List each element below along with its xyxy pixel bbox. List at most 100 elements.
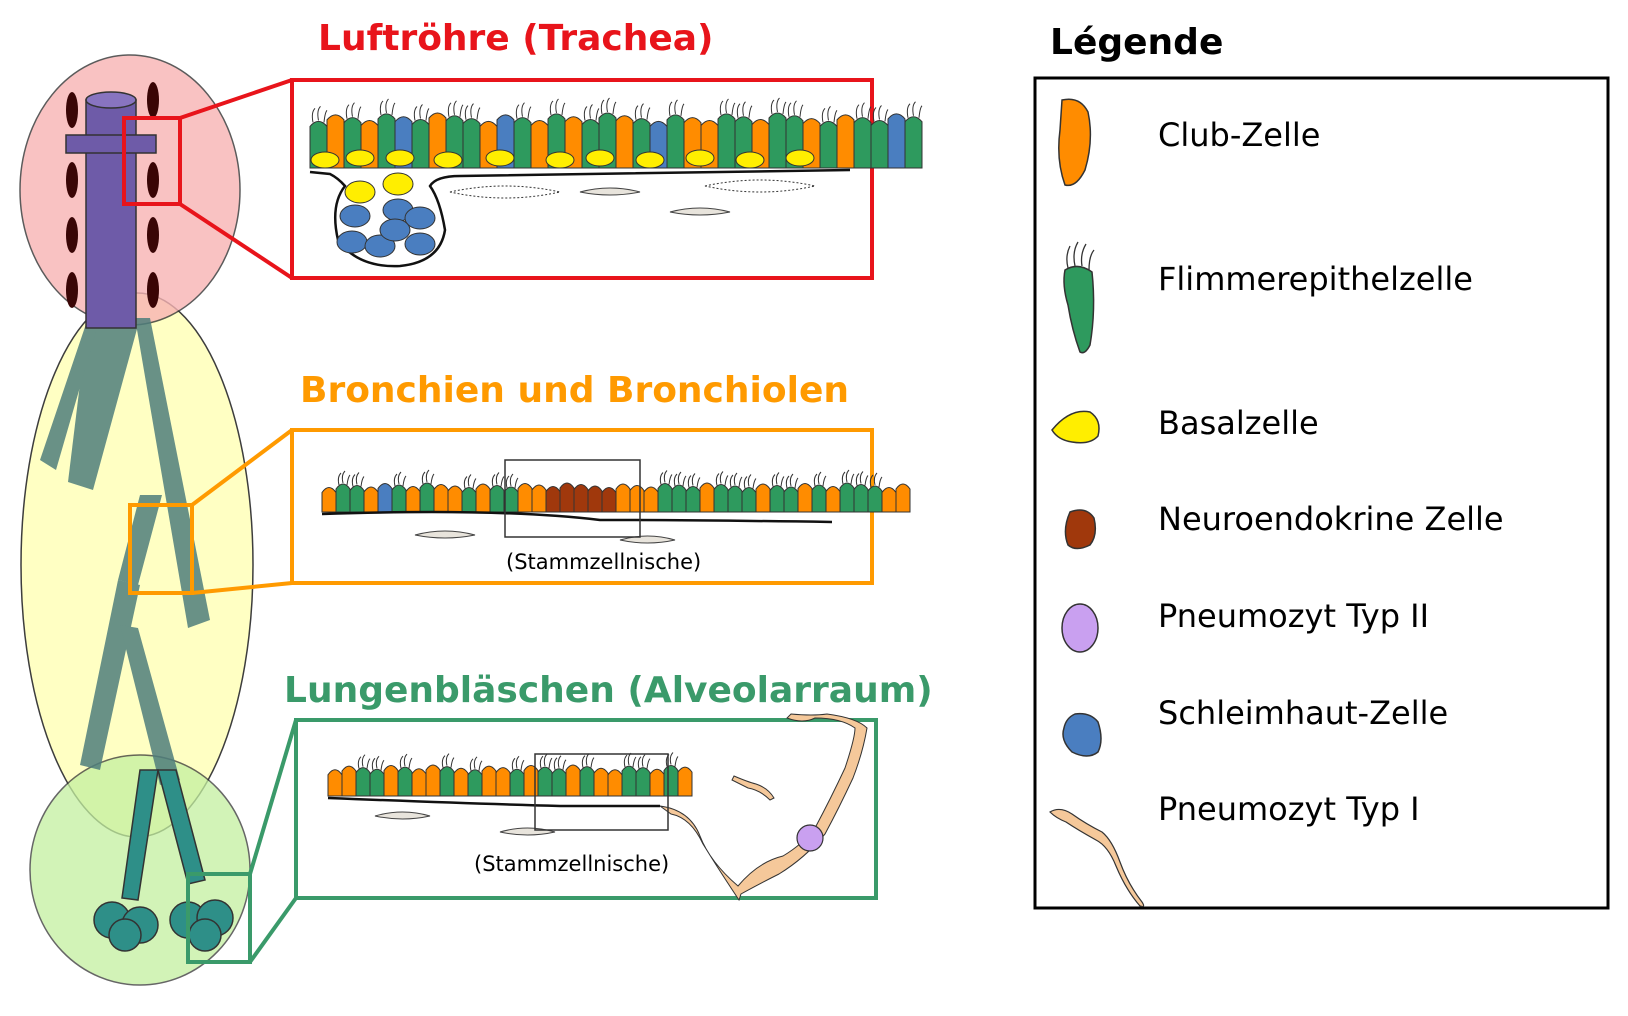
legend-label-neuroendocrine-cell: Neuroendokrine Zelle <box>1158 500 1504 538</box>
gland-cell <box>404 232 436 256</box>
epithelial-cell <box>537 766 553 797</box>
epithelial-cell <box>397 766 413 797</box>
cilia <box>464 103 481 120</box>
basal-cell <box>485 149 515 167</box>
cilia <box>539 753 553 769</box>
epithelial-cell <box>853 484 869 513</box>
epithelial-cell <box>825 486 841 513</box>
trachea-title: Luftröhre (Trachea) <box>318 18 714 59</box>
cilia <box>637 754 651 769</box>
epithelial-cell <box>369 768 385 797</box>
epithelial-cell <box>467 769 483 797</box>
cilia <box>357 754 371 769</box>
trachea-zoom <box>122 78 874 280</box>
epithelial-cell <box>405 486 421 513</box>
epithelial-cell <box>411 119 430 169</box>
cilia <box>469 756 483 771</box>
epithelial-cell <box>475 483 491 513</box>
epithelial-cell <box>335 483 351 513</box>
cilia <box>787 100 804 117</box>
cilia <box>821 106 838 123</box>
epithelial-cell <box>677 766 693 797</box>
epithelial-cell <box>895 483 911 513</box>
cilia <box>869 472 883 488</box>
mucous-cell-icon <box>1062 712 1102 757</box>
epithelial-cell <box>601 487 617 513</box>
cilia <box>770 97 787 115</box>
legend-label-pneumocyte-type1: Pneumozyt Typ I <box>1158 790 1420 828</box>
cilia <box>841 469 855 485</box>
epithelial-cell <box>839 482 855 513</box>
epithelial-cell <box>355 767 371 797</box>
cilia <box>511 755 525 771</box>
epithelial-cell <box>383 765 399 797</box>
cilia <box>553 755 567 770</box>
epithelial-cell <box>509 768 525 797</box>
epithelial-cell <box>643 486 659 513</box>
epithelial-cell <box>523 765 539 797</box>
cilia <box>729 472 743 488</box>
epithelial-cell <box>531 484 547 513</box>
basement-membrane <box>327 796 660 808</box>
epithelial-cell <box>349 485 365 513</box>
epithelial-cell <box>649 768 665 797</box>
gland-cell <box>339 204 371 228</box>
cilia <box>634 103 651 120</box>
epithelial-cell <box>635 767 651 797</box>
legend-label-pneumocyte-type2: Pneumozyt Typ II <box>1158 597 1430 635</box>
epithelial-cell <box>685 486 701 513</box>
bronchi-epithelium <box>321 469 911 544</box>
basal-cell <box>685 149 715 167</box>
cilia <box>515 102 532 119</box>
epithelial-cell <box>769 485 785 513</box>
cartilage <box>704 179 816 193</box>
gland-cell <box>404 206 436 230</box>
cilia <box>715 471 729 486</box>
fibroblast <box>374 811 431 820</box>
legend-label-basal-cell: Basalzelle <box>1158 404 1319 442</box>
cilia <box>463 474 477 489</box>
epithelial-cell <box>579 766 595 797</box>
cilia <box>906 101 923 118</box>
cilia <box>872 105 889 122</box>
basal-cell <box>735 151 765 169</box>
trachea-epithelium <box>309 97 923 268</box>
epithelial-cell <box>419 482 435 513</box>
cilia <box>311 106 328 123</box>
epithelial-cell <box>377 483 393 513</box>
epithelial-cell <box>327 769 343 797</box>
epithelial-cell <box>593 767 609 797</box>
epithelial-cell <box>503 486 519 513</box>
gland-cell <box>336 230 368 254</box>
basal-cell <box>345 149 375 167</box>
epithelial-cell <box>573 484 589 513</box>
epithelial-cell <box>671 484 687 513</box>
epithelial-cell <box>559 482 575 513</box>
cilia <box>659 470 673 485</box>
epithelial-cell <box>755 483 771 513</box>
cilia <box>413 104 430 121</box>
cilia <box>743 474 757 489</box>
neuroendocrine-cell-icon <box>1064 509 1097 550</box>
epithelial-cell <box>321 487 337 513</box>
cartilage <box>449 185 561 199</box>
epithelial-cell <box>797 483 813 513</box>
pneumocyte-type1 <box>731 775 775 801</box>
fibroblast <box>669 207 731 216</box>
cilia <box>371 755 385 771</box>
epithelial-cell <box>453 767 469 797</box>
ciliated-cell-icon <box>1063 241 1095 354</box>
epithelial-cell <box>495 767 511 797</box>
epithelial-cell <box>887 113 906 169</box>
epithelial-cell <box>551 768 567 797</box>
epithelial-cell <box>461 487 477 513</box>
trachea-pipe <box>65 91 157 329</box>
epithelial-cell <box>717 113 736 169</box>
bronchi-stem-cell-niche-box <box>504 459 641 538</box>
epithelial-cell <box>517 483 533 513</box>
cilia <box>600 97 617 115</box>
cilia <box>337 470 351 486</box>
cilia <box>505 473 519 489</box>
epithelial-cell <box>530 119 549 169</box>
